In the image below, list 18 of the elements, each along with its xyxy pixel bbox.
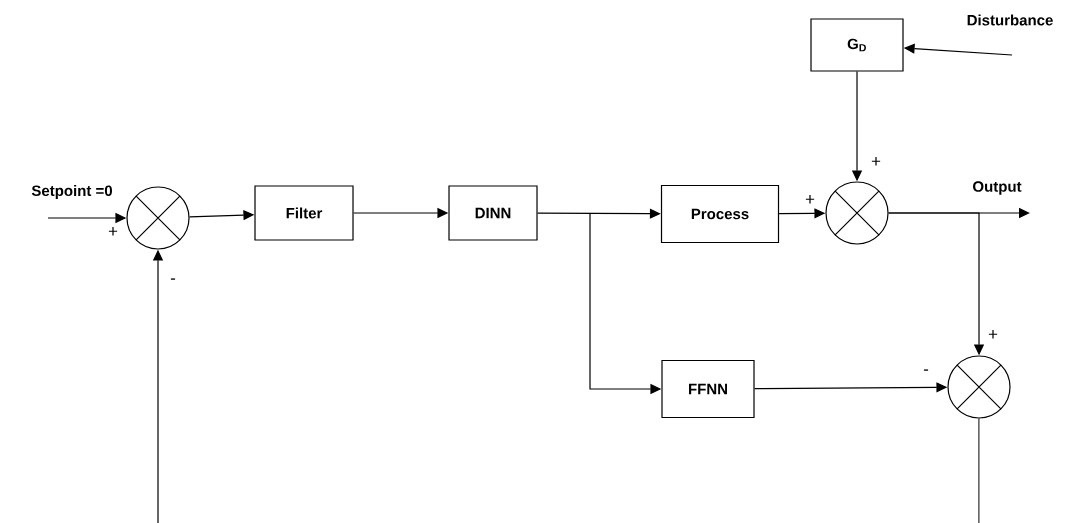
arrow <box>537 208 661 219</box>
signal-label: Setpoint =0 <box>31 185 112 199</box>
block-box: FFNN <box>661 359 755 419</box>
signal-label: Output <box>973 181 1022 195</box>
sign-label: - <box>923 369 929 371</box>
summing-junction <box>947 355 1011 419</box>
signal-label: Disturbance <box>967 14 1053 26</box>
sign-label: - <box>170 278 176 280</box>
block-box: G$_{D}$ <box>810 18 904 72</box>
sign-label: + <box>988 330 998 339</box>
summing-junction <box>126 186 190 250</box>
block-box: Filter <box>254 185 354 241</box>
sign-label: + <box>871 157 881 166</box>
sign-label: + <box>108 227 118 236</box>
summing-junction <box>825 181 889 245</box>
block-box: Process <box>660 184 780 244</box>
block-box: DINN <box>448 185 538 241</box>
sign-label: + <box>805 195 815 204</box>
